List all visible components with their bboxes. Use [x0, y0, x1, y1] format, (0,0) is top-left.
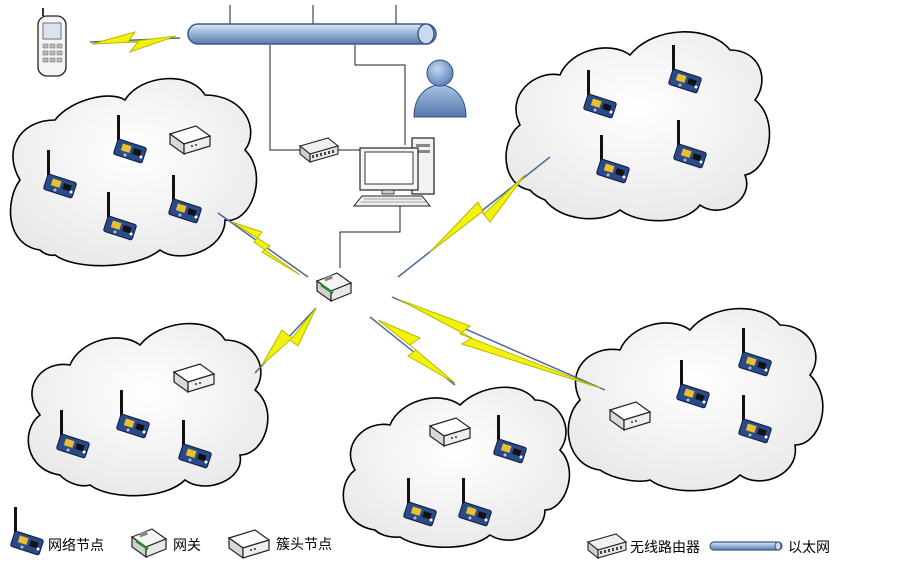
- legend-network-node-label: 网络节点: [48, 538, 104, 554]
- cloud-top-right: [505, 31, 771, 222]
- lightning-icon: [399, 299, 601, 389]
- legend-gateway-icon: [130, 527, 168, 559]
- cloud-bottom-middle: [342, 386, 571, 548]
- legend-ethernet-label: 以太网: [788, 540, 830, 556]
- legend-cluster-head-label: 簇头节点: [276, 537, 332, 553]
- user-icon: [413, 59, 467, 118]
- legend-gateway-label: 网关: [173, 538, 201, 554]
- wireless-router-icon: [299, 137, 339, 163]
- legend-sensor-board-icon: [9, 506, 45, 556]
- lightning-icon: [91, 31, 177, 54]
- wireless-signals: [91, 31, 601, 389]
- lightning-icon: [261, 307, 317, 366]
- wired-links: [229, 5, 406, 268]
- lightning-icon: [429, 174, 526, 253]
- gateway-icon: [315, 271, 353, 303]
- desktop-computer-icon: [352, 137, 435, 207]
- legend-cluster-head-icon: [228, 529, 270, 559]
- legend: [9, 506, 783, 559]
- ethernet-backbone: [187, 23, 437, 45]
- lightning-icon: [377, 319, 456, 384]
- legend-router-icon: [587, 533, 627, 559]
- legend-ethernet-pipe-icon: [709, 541, 783, 551]
- legend-wireless-router-label: 无线路由器: [630, 540, 700, 556]
- cloud-bottom-left: [27, 322, 269, 497]
- lightning-icon: [231, 221, 301, 276]
- mobile-phone-icon: [37, 8, 67, 77]
